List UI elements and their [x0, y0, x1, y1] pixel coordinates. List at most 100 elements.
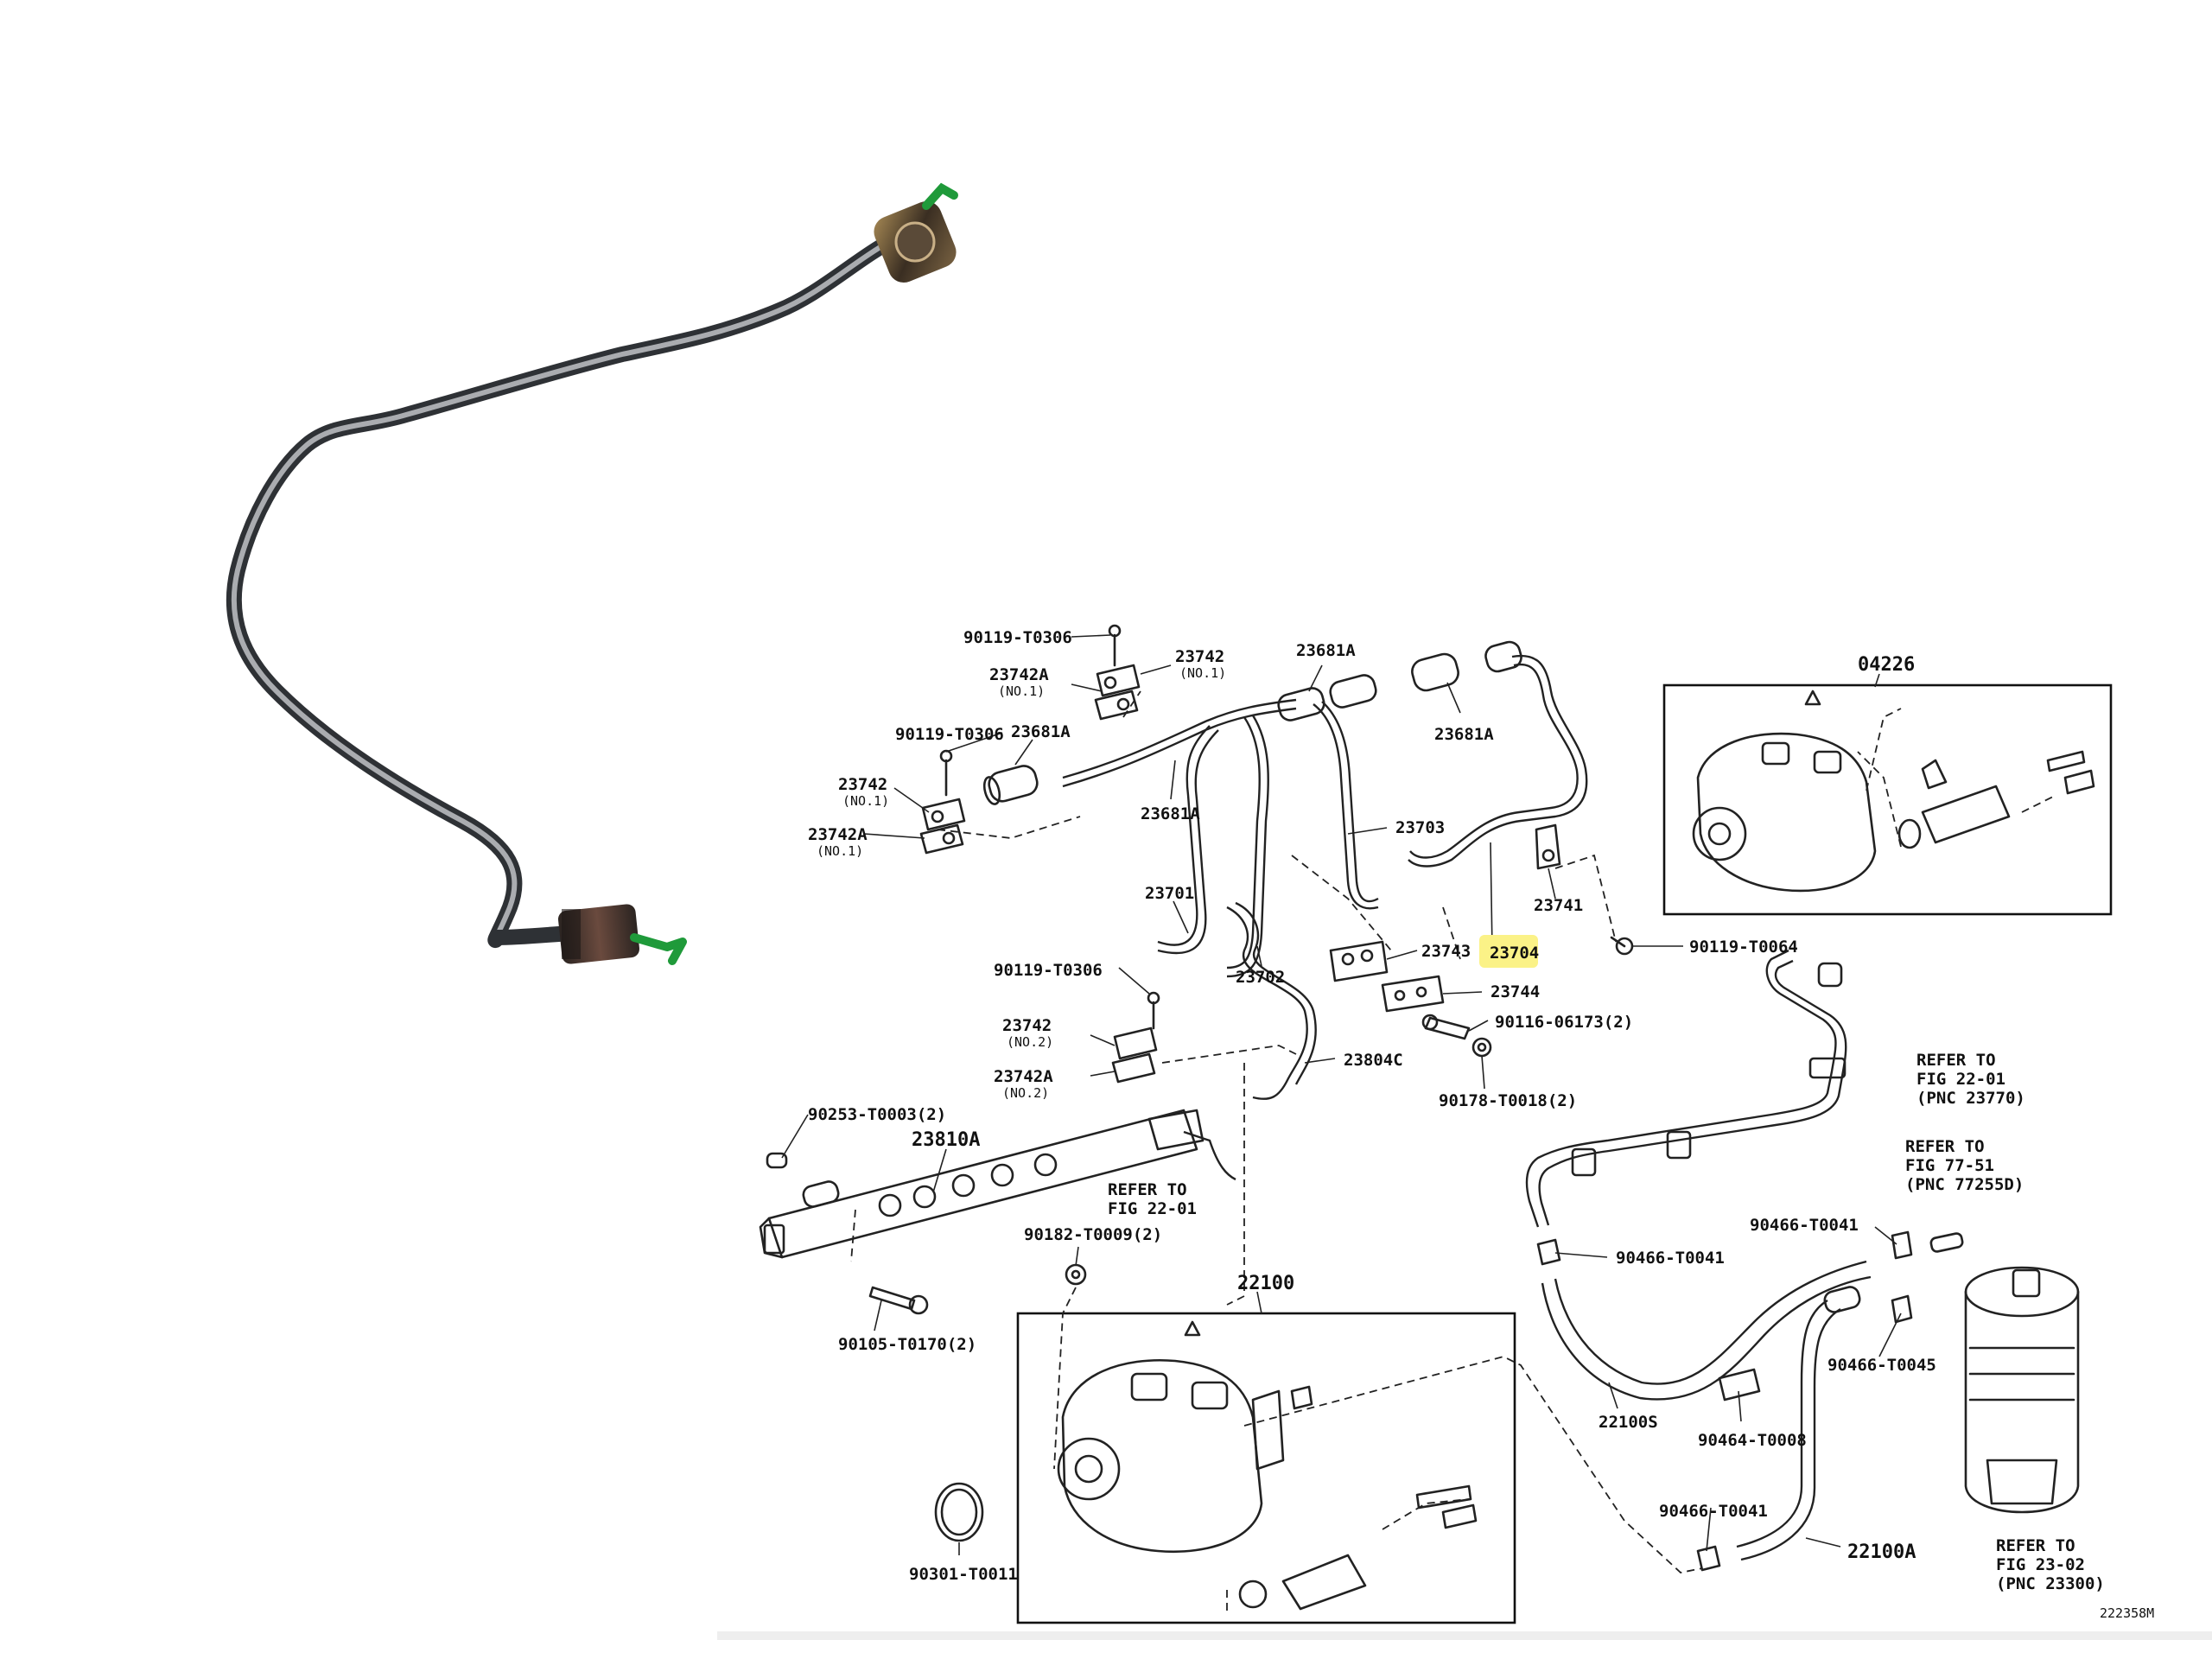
label-23701: 23701	[1145, 884, 1194, 903]
bolt-90105-t0170	[868, 1286, 929, 1315]
label-90464-t0008: 90464-T0008	[1698, 1431, 1807, 1450]
label-refer-22-01-a-1: REFER TO	[1108, 1180, 1187, 1199]
label-22100a: 22100A	[1847, 1541, 1916, 1563]
label-90116-06173: 90116-06173(2)	[1495, 1013, 1633, 1032]
label-23681a-left: 23681A	[1011, 722, 1071, 741]
bolt-90119-t0306-left	[939, 749, 953, 797]
clamp-23742-no2	[1111, 1027, 1158, 1084]
label-23742a-no2: 23742A	[994, 1067, 1053, 1086]
label-refer-22-01-a-2: FIG 22-01	[1108, 1199, 1197, 1218]
label-90105-t0170: 90105-T0170(2)	[838, 1335, 976, 1354]
label-23742-no2-sub: (NO.2)	[1007, 1034, 1053, 1050]
label-refer-22-01-b-2: FIG 22-01	[1916, 1070, 2005, 1089]
pump-assembly-04226-box	[1662, 683, 2113, 916]
bolt-90119-t0306-mid	[1147, 991, 1160, 1030]
label-23704: 23704	[1490, 944, 1539, 963]
pipe-stub-77255d	[1929, 1232, 1964, 1253]
label-23681a-mid: 23681A	[1141, 804, 1200, 823]
supply-pump-22100	[1057, 1320, 1478, 1611]
injection-pipes-bundle	[1062, 654, 1588, 1100]
label-23741: 23741	[1534, 896, 1583, 915]
clamp-23742-left	[919, 798, 966, 855]
label-23681a-top: 23681A	[1296, 641, 1356, 660]
hose-clip-90466-t0041-a	[1536, 1238, 1561, 1266]
label-23742-left-sub: (NO.1)	[842, 793, 889, 809]
label-90253-t0003: 90253-T0003(2)	[808, 1105, 946, 1124]
schematic-parts	[759, 624, 2113, 1624]
label-refer-23-02-2: FIG 23-02	[1996, 1555, 2085, 1574]
grommet-23681a-top	[1277, 674, 1377, 721]
label-refer-77-51-1: REFER TO	[1905, 1137, 1985, 1156]
part-labels: 90119-T0306 23742 (NO.1) 23742A (NO.1) 2…	[808, 628, 2154, 1621]
label-23743: 23743	[1421, 942, 1471, 961]
supply-pump-22100-box	[1016, 1312, 1516, 1624]
bolt-90119-t0306-top	[1108, 624, 1122, 667]
label-refer-77-51-2: FIG 77-51	[1905, 1156, 1994, 1175]
label-refer-22-01-b-1: REFER TO	[1916, 1051, 1996, 1070]
label-23742-left: 23742	[838, 775, 887, 794]
label-90466-t0041-a: 90466-T0041	[1750, 1216, 1859, 1235]
o-ring-90301-t0011	[934, 1482, 984, 1542]
label-22100: 22100	[1237, 1273, 1294, 1294]
grommet-23681a-left	[982, 765, 1039, 805]
label-23742-no2: 23742	[1002, 1016, 1052, 1035]
label-refer-23-02-1: REFER TO	[1996, 1536, 2075, 1555]
label-23742a-left-sub: (NO.1)	[817, 843, 863, 859]
clamp-23742-top	[1094, 664, 1141, 721]
bottom-band	[717, 1631, 2212, 1640]
leader-lines	[781, 634, 1902, 1555]
label-22100s: 22100S	[1599, 1413, 1658, 1432]
label-90119-t0306-c: 90119-T0306	[994, 961, 1103, 980]
label-90119-t0306-a: 90119-T0306	[963, 628, 1072, 647]
fuel-hose-22100s	[1541, 1260, 1872, 1401]
clamp-23743	[1329, 940, 1389, 982]
hose-clip-90466-t0045	[1891, 1294, 1913, 1324]
label-23742-top-sub: (NO.1)	[1179, 665, 1226, 681]
stud-90116-06173	[1421, 1014, 1471, 1040]
label-23804c: 23804C	[1344, 1051, 1403, 1070]
grommet-23681a-right	[1411, 640, 1522, 692]
hose-clip-90466-t0041-b	[1891, 1230, 1913, 1260]
plug-90253-t0003	[766, 1152, 788, 1169]
label-23703: 23703	[1395, 818, 1445, 837]
dashed-reference-lines	[850, 690, 2057, 1616]
clamp-23744	[1381, 975, 1445, 1013]
label-04226: 04226	[1858, 654, 1915, 676]
pipe-nut-bottom-icon	[557, 904, 687, 965]
hose-clip-90466-t0041-c	[1696, 1545, 1721, 1572]
label-23742a-top-sub: (NO.1)	[998, 683, 1045, 699]
fuel-hose-22100a	[1736, 1286, 1861, 1561]
label-23744: 23744	[1491, 982, 1540, 1001]
label-90466-t0045: 90466-T0045	[1827, 1356, 1936, 1375]
label-23681a-right: 23681A	[1434, 725, 1494, 744]
label-refer-23-02-3: (PNC 23300)	[1996, 1574, 2105, 1593]
figure-code: 222358M	[2100, 1605, 2154, 1621]
fuel-feed-pipe	[1525, 949, 1847, 1228]
nut-90182-t0009	[1065, 1263, 1087, 1286]
pipe-nut-top-icon	[874, 182, 958, 283]
common-rail-23810a	[759, 1109, 1236, 1259]
bolt-90119-t0064	[1610, 936, 1634, 956]
label-23810a: 23810A	[912, 1129, 980, 1151]
label-90301-t0011: 90301-T0011	[909, 1565, 1018, 1584]
bracket-23741	[1535, 823, 1561, 870]
label-refer-77-51-3: (PNC 77255D)	[1905, 1175, 2024, 1194]
label-90178-t0018: 90178-T0018(2)	[1439, 1091, 1577, 1110]
pump-assembly-04226	[1692, 690, 2095, 893]
label-90466-t0041-b: 90466-T0041	[1616, 1249, 1725, 1268]
label-23742a-no2-sub: (NO.2)	[1002, 1085, 1049, 1101]
label-refer-22-01-b-3: (PNC 23770)	[1916, 1089, 2025, 1108]
label-23742a-left: 23742A	[808, 825, 868, 844]
label-23742a-top: 23742A	[989, 665, 1049, 684]
label-90119-t0306-b: 90119-T0306	[895, 725, 1004, 744]
label-23702: 23702	[1236, 968, 1285, 987]
nut-90178-t0018	[1471, 1037, 1492, 1058]
fuel-filter-assembly	[1964, 1266, 2080, 1514]
injection-pipe-photo	[226, 182, 958, 965]
highlight-23704	[1479, 935, 1538, 968]
label-90119-t0064: 90119-T0064	[1689, 938, 1798, 957]
hose-clip-90464-t0008	[1718, 1368, 1761, 1402]
label-90466-t0041-c: 90466-T0041	[1659, 1502, 1768, 1521]
label-90182-t0009: 90182-T0009(2)	[1024, 1225, 1162, 1244]
